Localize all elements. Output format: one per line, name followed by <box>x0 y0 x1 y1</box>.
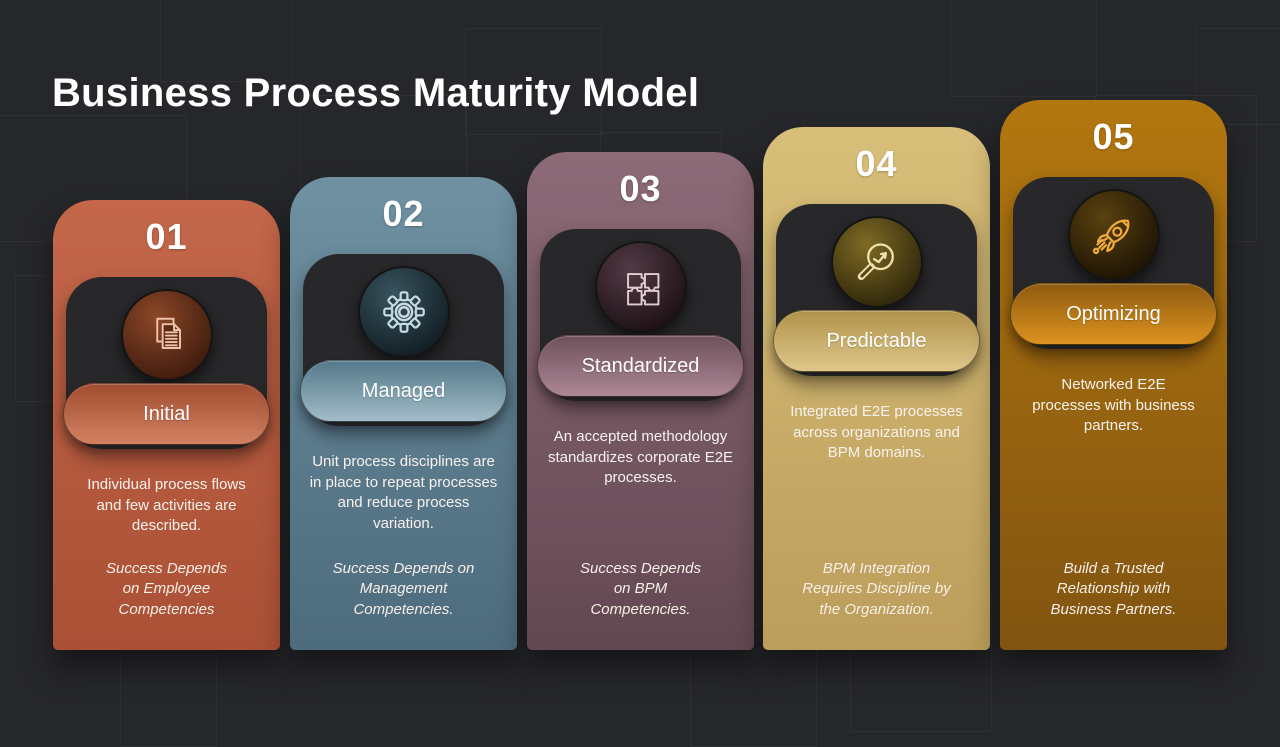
stage-pill: Managed <box>300 360 507 422</box>
stage-description: Individual process flows and few activit… <box>87 476 246 534</box>
stage-inner-panel: Initial <box>63 277 270 449</box>
stage-inner-panel: Standardized <box>537 229 744 401</box>
stage-pill: Predictable <box>773 310 980 372</box>
icon-circle <box>1067 189 1160 281</box>
stage-number: 01 <box>145 216 188 257</box>
bg-square <box>160 0 292 82</box>
icon-circle <box>830 216 923 308</box>
gear-icon <box>382 291 425 333</box>
stage-number: 04 <box>855 143 898 184</box>
icon-circle <box>120 289 213 381</box>
rocket-icon <box>1092 219 1129 255</box>
stage-description: Integrated E2E processes across organiza… <box>790 403 963 461</box>
stage-note: BPM Integration Requires Discipline by t… <box>802 559 951 618</box>
stage-card-predictable: 04 Predictable Integrated E2E processes … <box>763 127 990 650</box>
stage-number: 05 <box>1092 116 1135 157</box>
stage-description: An accepted methodology standardizes cor… <box>547 428 734 486</box>
icon-circle <box>594 241 687 333</box>
stage-card-initial: 01 Initial Individual process flows and … <box>53 200 280 650</box>
icon-circle <box>357 266 450 358</box>
page-title: Business Process Maturity Model <box>52 70 700 115</box>
stage-inner-panel: Managed <box>300 254 507 426</box>
stage-label: Predictable <box>826 329 927 352</box>
stage-label: Standardized <box>581 354 700 377</box>
stage-pill: Initial <box>63 383 270 445</box>
stage-number: 03 <box>619 168 662 209</box>
stage-card-standardized: 03 Standardized An accepted methodology … <box>527 152 754 650</box>
stage-inner-panel: Predictable <box>773 204 980 376</box>
stage-pill: Optimizing <box>1010 283 1217 345</box>
stage-pill: Standardized <box>537 335 744 397</box>
stage-label: Managed <box>361 379 446 402</box>
magnifier-icon <box>857 243 894 281</box>
stage-note: Success Depends on Management Competenci… <box>332 559 475 618</box>
stage-label: Initial <box>143 402 190 425</box>
stage-note: Success Depends on BPM Competencies. <box>580 559 701 618</box>
stage-note: Success Depends on Employee Competencies <box>106 559 227 618</box>
stage-card-managed: 02 Managed Unit pro <box>290 177 517 650</box>
stage-note: Build a Trusted Relationship with Busine… <box>1050 559 1177 618</box>
stage-inner-panel: Optimizing <box>1010 177 1217 349</box>
puzzle-icon <box>626 273 659 306</box>
bg-square <box>120 655 217 747</box>
bg-square <box>950 0 1097 97</box>
stage-number: 02 <box>382 193 425 234</box>
stage-description: Networked E2E processes with business pa… <box>1032 376 1195 434</box>
stage-card-optimizing: 05 Optimizing Networked E2E processes wi… <box>1000 100 1227 650</box>
stage-description: Unit process disciplines are in place to… <box>309 453 498 532</box>
stage-label: Optimizing <box>1066 302 1161 325</box>
documents-icon <box>155 317 181 349</box>
